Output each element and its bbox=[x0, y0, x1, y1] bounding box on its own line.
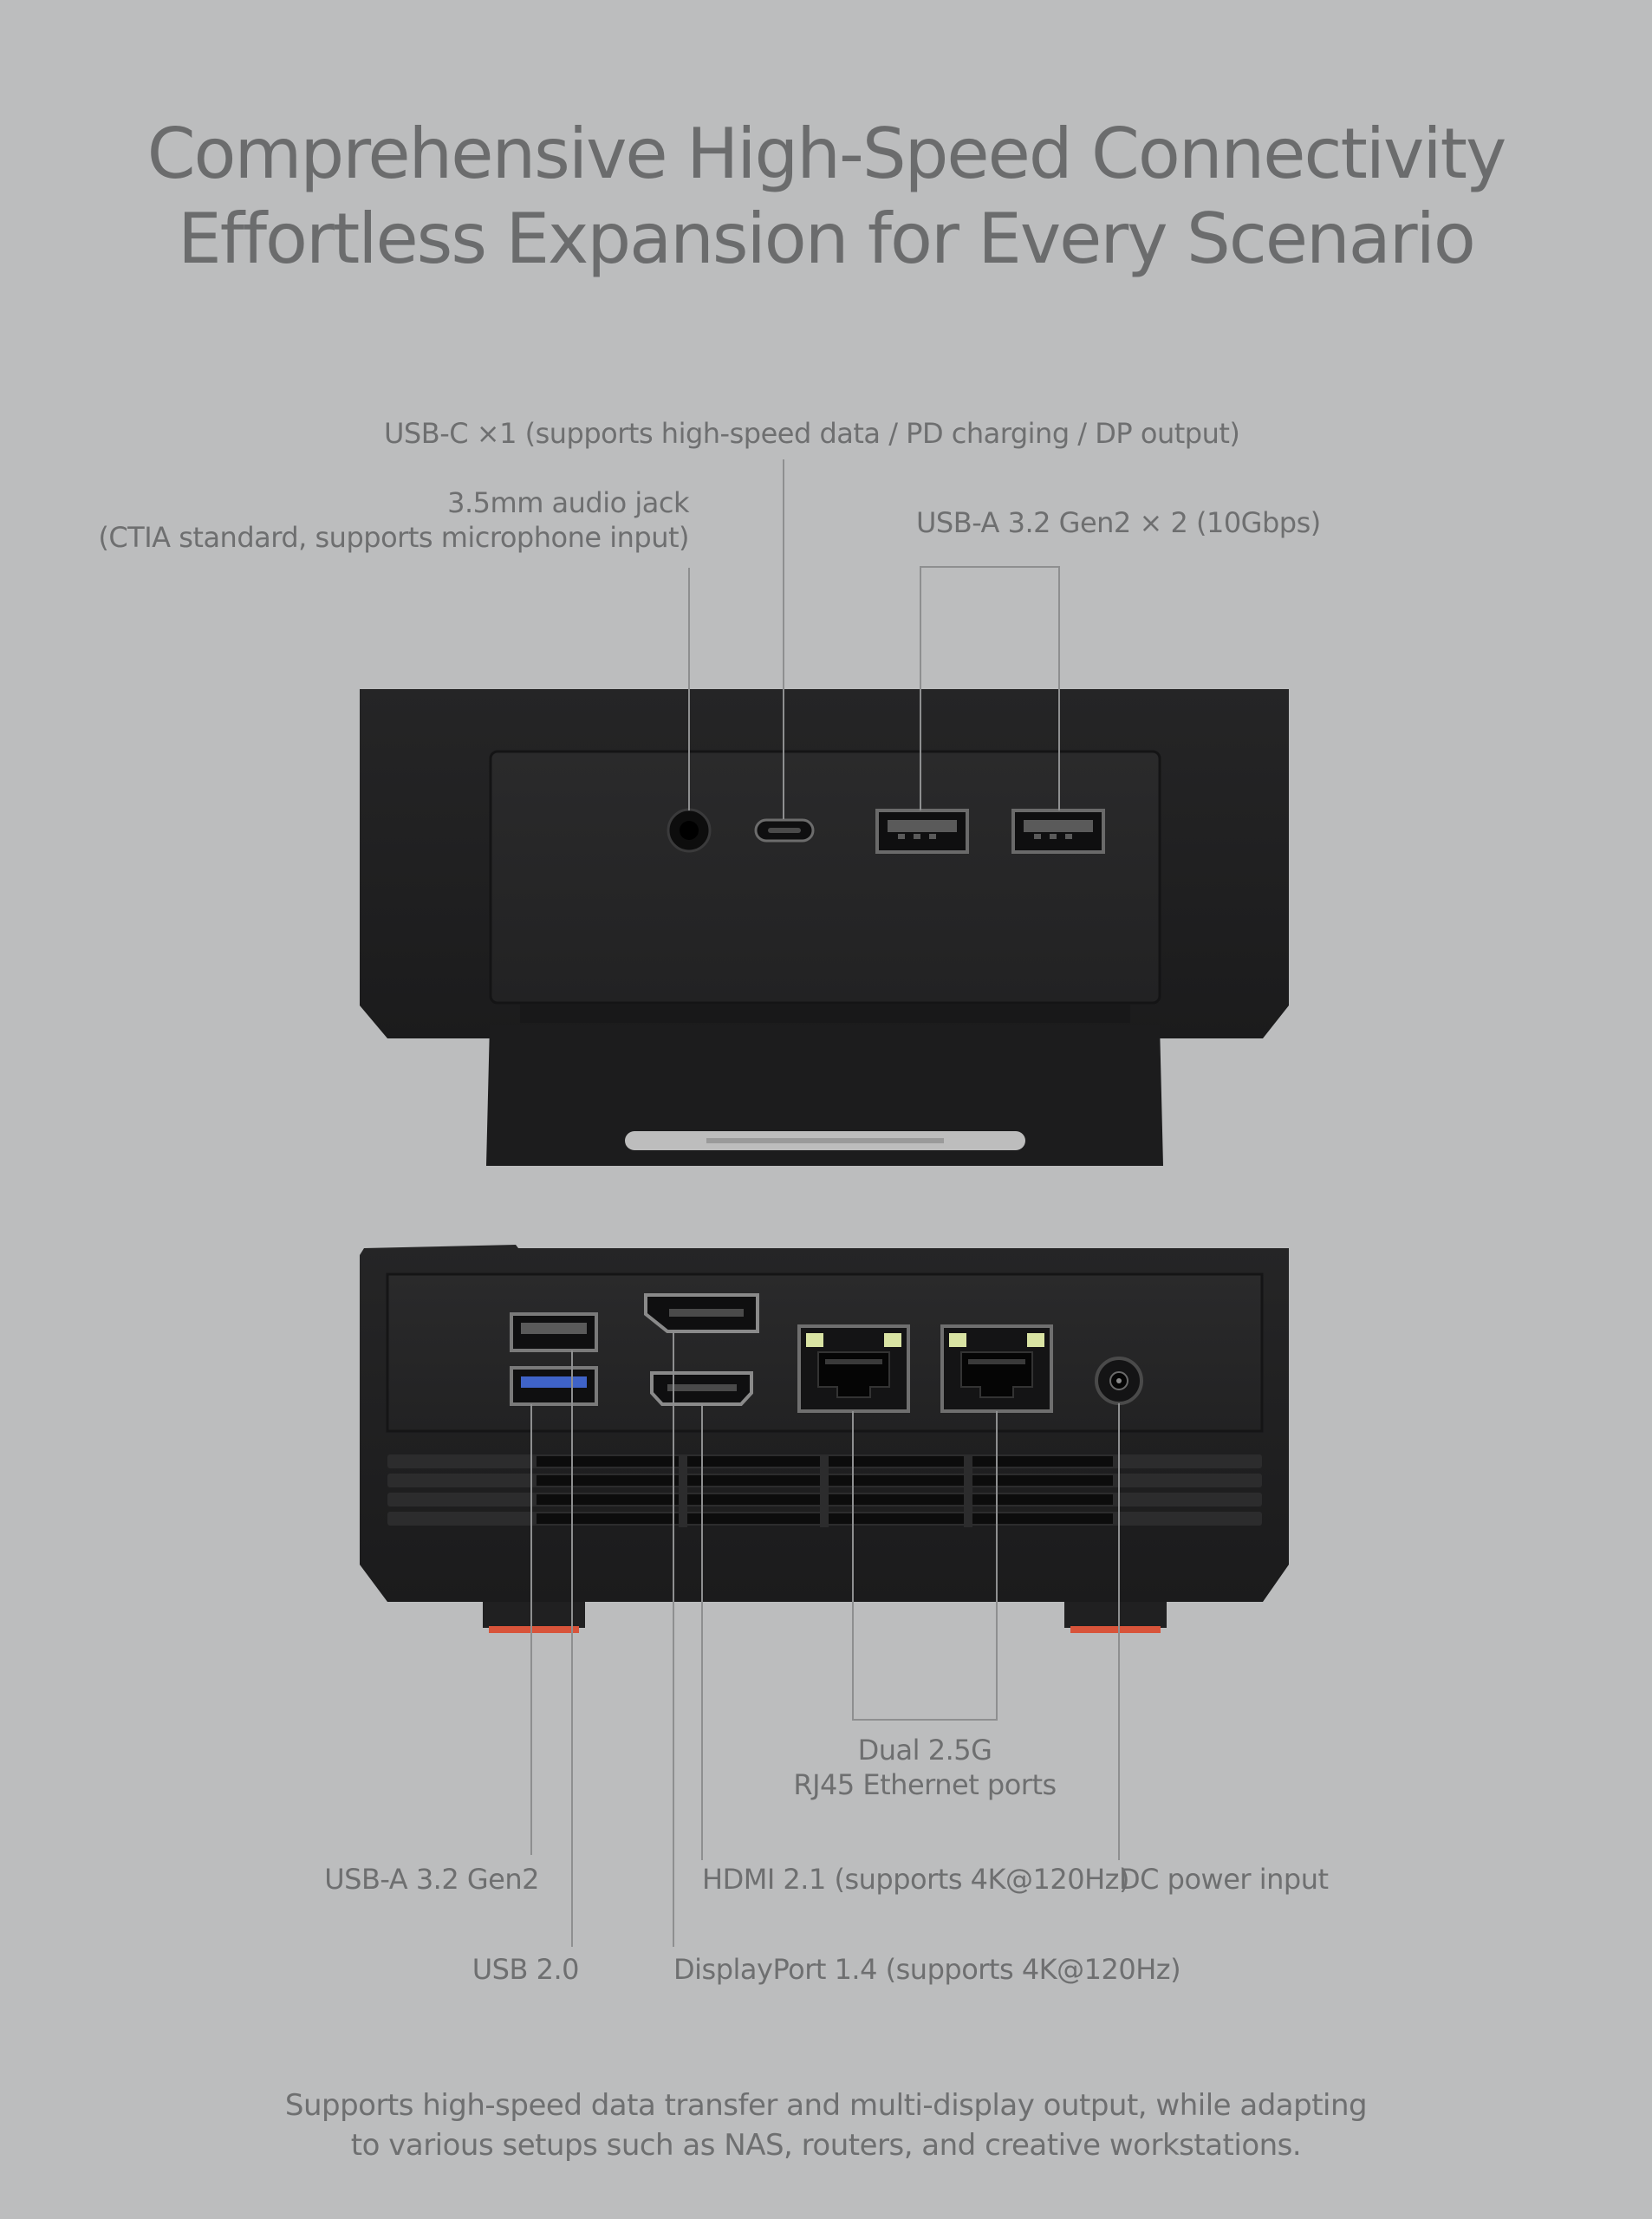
front-device bbox=[360, 689, 1289, 1166]
label-ethernet-line-2: RJ45 Ethernet ports bbox=[793, 1768, 1057, 1801]
label-usb-c: USB-C ×1 (supports high-speed data / PD … bbox=[384, 417, 1240, 450]
label-hdmi: HDMI 2.1 (supports 4K@120Hz) bbox=[702, 1863, 1129, 1896]
usb-a-front-port-1-icon bbox=[875, 809, 969, 854]
caption-line-2: to various setups such as NAS, routers, … bbox=[350, 2128, 1302, 2163]
rear-device bbox=[360, 1245, 1289, 1633]
label-ethernet-line-1: Dual 2.5G bbox=[857, 1734, 992, 1767]
label-audio-jack-line-1: 3.5mm audio jack bbox=[447, 486, 689, 519]
label-audio-jack-line-2: (CTIA standard, supports microphone inpu… bbox=[98, 521, 689, 554]
label-usb-a-rear: USB-A 3.2 Gen2 bbox=[324, 1863, 539, 1896]
hdmi-port-icon bbox=[650, 1371, 753, 1406]
label-dc-power: DC power input bbox=[1119, 1863, 1329, 1896]
label-usb-a-front: USB-A 3.2 Gen2 × 2 (10Gbps) bbox=[916, 506, 1321, 539]
usb-c-port-icon bbox=[754, 818, 815, 843]
displayport-icon bbox=[644, 1293, 759, 1333]
usb-2-port-icon bbox=[510, 1312, 598, 1352]
rear-vent bbox=[387, 1454, 1262, 1527]
label-usb-2: USB 2.0 bbox=[472, 1953, 580, 1986]
label-displayport: DisplayPort 1.4 (supports 4K@120Hz) bbox=[673, 1953, 1181, 1986]
caption-line-1: Supports high-speed data transfer and mu… bbox=[284, 2088, 1368, 2123]
ethernet-port-1-icon bbox=[797, 1324, 910, 1413]
leader-lines bbox=[530, 459, 1120, 1947]
dc-power-jack-icon bbox=[1095, 1357, 1143, 1405]
headline-line-1: Comprehensive High-Speed Connectivity bbox=[146, 114, 1507, 194]
ethernet-port-2-icon bbox=[940, 1324, 1053, 1413]
usb-a-front-port-2-icon bbox=[1011, 809, 1105, 854]
rear-foot-right bbox=[1064, 1602, 1167, 1633]
headline-line-2: Effortless Expansion for Every Scenario bbox=[178, 198, 1476, 279]
rear-foot-left bbox=[483, 1602, 585, 1633]
usb-a-rear-port-icon bbox=[510, 1366, 598, 1406]
audio-jack-icon bbox=[667, 808, 712, 853]
